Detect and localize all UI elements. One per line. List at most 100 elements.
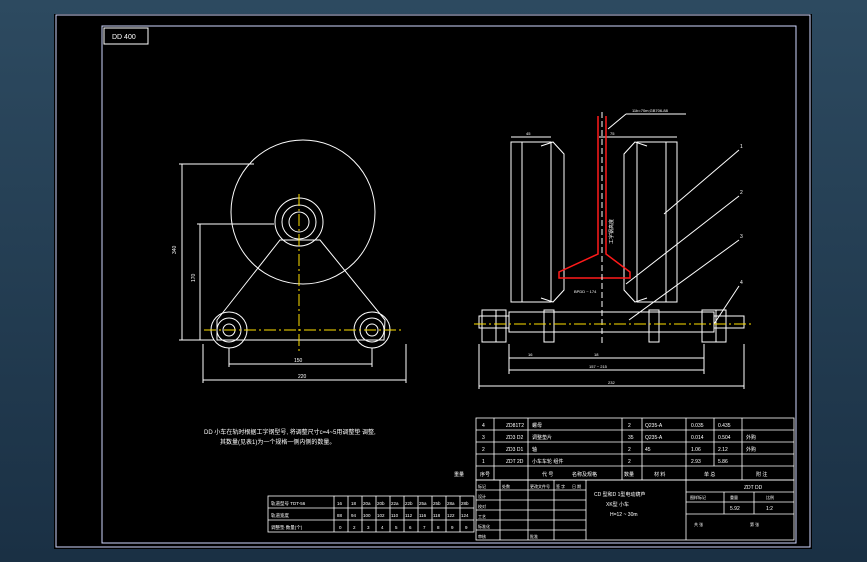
title-line-2: XK型 小车 bbox=[606, 501, 629, 508]
shim-cell: 4 bbox=[381, 525, 384, 530]
shim-cell: 20b bbox=[377, 501, 385, 506]
vertical-note: 工字钢高度 bbox=[608, 219, 615, 244]
sign-row-date: 日 期 bbox=[572, 483, 581, 489]
part-material: Q235-A bbox=[645, 423, 663, 429]
shim-cell: 124 bbox=[461, 513, 469, 518]
part-qty: 2 bbox=[628, 423, 631, 429]
dim-top-left: 45 bbox=[526, 131, 531, 136]
label-scale: 比例 bbox=[766, 494, 774, 500]
shim-cell: 118 bbox=[433, 513, 441, 518]
title-block bbox=[475, 479, 795, 541]
shim-cell: 102 bbox=[377, 513, 385, 518]
part-code: ZD3 D1 bbox=[506, 447, 523, 453]
part-remark: 外购 bbox=[746, 434, 756, 441]
part-remark: 外购 bbox=[746, 446, 756, 453]
callout-3: 3 bbox=[740, 234, 743, 240]
role-design: 设计 bbox=[478, 493, 486, 499]
title-block-texts: ZDT DD CD 型和D 1型电动葫芦 XK型 小车 H=12 ~ 30m 图… bbox=[478, 483, 774, 539]
shim-cell: 22b bbox=[405, 501, 413, 506]
callout-2: 2 bbox=[740, 190, 743, 196]
dim-inner-height: 170 bbox=[191, 273, 197, 282]
part-code: ZD3 D2 bbox=[506, 435, 523, 441]
part-name: 调整垫片 bbox=[532, 434, 552, 441]
shim-cell: 100 bbox=[363, 513, 371, 518]
role-approve: 批准 bbox=[530, 533, 538, 539]
header-remark: 附 注 bbox=[756, 471, 767, 478]
shim-cell: 2 bbox=[353, 525, 356, 530]
header-weight: 单 总 bbox=[704, 471, 715, 478]
sign-row-doc: 更改文件号 bbox=[530, 483, 550, 489]
wheel-outline bbox=[230, 139, 376, 285]
part-material: 45 bbox=[645, 447, 651, 453]
part-no: 2 bbox=[482, 447, 485, 453]
right-wheel-body bbox=[636, 141, 678, 303]
shim-cell: 110 bbox=[391, 513, 399, 518]
shim-row2-label: 轨道宽度 bbox=[271, 512, 289, 519]
shim-cell: 22a bbox=[391, 501, 399, 506]
weight-value: 5.92 bbox=[730, 506, 740, 512]
sign-row-sign: 签 字 bbox=[556, 483, 565, 489]
parts-rows: 4 ZD81T2 螺母 2 Q235-A 0.035 0.435 3 ZD3 D… bbox=[454, 422, 767, 478]
title-line-3: H=12 ~ 30m bbox=[610, 512, 638, 518]
axle bbox=[508, 311, 715, 333]
shim-cell: 94 bbox=[351, 513, 357, 518]
role-check: 校对 bbox=[478, 503, 486, 509]
drawing-number: ZDT DD bbox=[744, 485, 763, 491]
shim-cell: 16 bbox=[337, 501, 343, 506]
shim-table-texts: 轨道型号 TDT-56 轨道宽度 调整垫 数量(个) 16 18 20a 20b… bbox=[271, 500, 469, 531]
shim-cell: 8 bbox=[437, 525, 440, 530]
shim-cell: 18 bbox=[351, 501, 357, 506]
bracket-plate bbox=[216, 239, 386, 341]
left-nut bbox=[481, 309, 497, 343]
part-name: 螺母 bbox=[532, 422, 542, 429]
header-name: 名称及规格 bbox=[572, 471, 597, 478]
right-view bbox=[478, 113, 745, 389]
dim-bottom-total: 232 bbox=[608, 380, 615, 385]
part-qty: 35 bbox=[628, 435, 634, 441]
role-review: 审核 bbox=[478, 533, 486, 539]
part-weight2: 0.504 bbox=[718, 435, 731, 441]
shim-cell: 6 bbox=[409, 525, 412, 530]
callout-leader-4 bbox=[713, 285, 740, 325]
part-qty: 2 bbox=[628, 459, 631, 465]
title-line-1: CD 型和D 1型电动葫芦 bbox=[594, 491, 645, 498]
scale-value: 1:2 bbox=[766, 506, 773, 512]
left-view bbox=[179, 139, 407, 383]
label-marking: 图样标记 bbox=[690, 494, 706, 500]
top-note-leader bbox=[607, 113, 627, 130]
shim-row3-label: 调整垫 数量(个) bbox=[271, 524, 303, 531]
title-box-text: DD 400 bbox=[112, 34, 136, 41]
dim-inner-width: 150 bbox=[294, 358, 303, 364]
shim-cell: 112 bbox=[405, 513, 413, 518]
shim-cell: 7 bbox=[423, 525, 426, 530]
sign-row-mark: 标记 bbox=[478, 483, 486, 489]
note-line-2: 其数量(见表1)为一个规格一侧内侧的数量。 bbox=[220, 438, 335, 446]
left-wheel-body bbox=[510, 141, 552, 303]
callout-leader-2 bbox=[625, 195, 740, 285]
shim-cell: 5 bbox=[395, 525, 398, 530]
dim-total-height: 340 bbox=[172, 245, 178, 254]
top-note: 11b=70m;GB706-88 bbox=[632, 108, 669, 113]
shim-cell: 28a bbox=[447, 501, 455, 506]
shim-cell: 28b bbox=[461, 501, 469, 506]
sheet-total: 共 张 bbox=[694, 521, 703, 527]
part-code: ZD81T2 bbox=[506, 423, 524, 429]
part-weight1: 0.035 bbox=[691, 423, 704, 429]
drawing-area[interactable]: DD 400 340 170 150 220 bbox=[54, 14, 812, 549]
drawing-canvas: DD 400 340 170 150 220 bbox=[55, 14, 811, 548]
part-name: 小车车轮 组件 bbox=[532, 458, 563, 465]
outer-border bbox=[55, 14, 811, 548]
part-qty: 2 bbox=[628, 447, 631, 453]
dim-mid-small: 18 bbox=[594, 352, 599, 357]
callout-4: 4 bbox=[740, 280, 743, 286]
dim-total-width: 220 bbox=[298, 374, 307, 380]
part-weight2: 0.435 bbox=[718, 423, 731, 429]
shim-cell: 25b bbox=[433, 501, 441, 506]
shim-cell: 3 bbox=[367, 525, 370, 530]
inner-border bbox=[101, 25, 797, 544]
header-no: 序号 bbox=[480, 471, 490, 478]
part-weight2: 2.12 bbox=[718, 447, 728, 453]
shim-cell: 0 bbox=[339, 525, 342, 530]
part-weight1: 2.93 bbox=[691, 459, 701, 465]
part-material: Q235-A bbox=[645, 435, 663, 441]
